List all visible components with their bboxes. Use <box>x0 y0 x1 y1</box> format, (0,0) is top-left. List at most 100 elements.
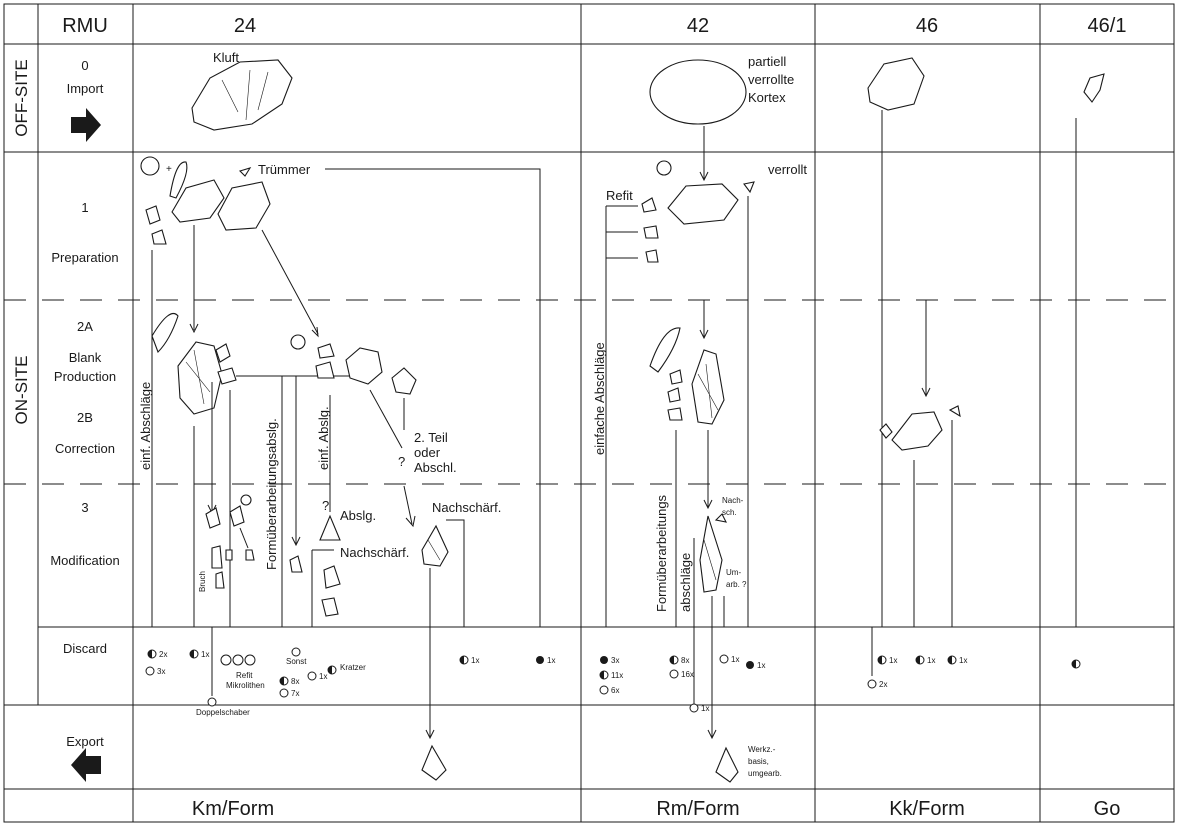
stage-0-name: Import <box>67 81 104 96</box>
discard-count-1x-b: 1x <box>319 672 327 681</box>
discard-count-r-6x: 6x <box>611 686 619 695</box>
truemmer-label: Trümmer <box>258 162 311 177</box>
stage-2a-number: 2A <box>77 319 93 334</box>
discard-count-k-1x-b: 1x <box>927 656 935 665</box>
umarb-label-1: Um- <box>726 568 741 577</box>
formueberarbeitungs-label: Formüberarbeitungs <box>654 494 669 612</box>
column-header-46-1: 46/1 <box>1088 15 1127 37</box>
nodule-46-1 <box>1084 74 1104 102</box>
discard-count-k-2x: 2x <box>879 680 887 689</box>
discard-count-3x: 3x <box>157 667 165 676</box>
biface-sketch-42 <box>692 350 724 424</box>
core-sketch <box>141 157 159 175</box>
on-site-label: ON-SITE <box>12 356 31 425</box>
footer-kk-form: Kk/Form <box>889 798 965 820</box>
verrollte-label: verrollte <box>748 72 794 87</box>
doppelschaber-label: Doppelschaber <box>196 708 250 717</box>
modified-tool-sketch-42 <box>700 516 722 592</box>
nach-label: Nach- <box>722 496 744 505</box>
umarb-label-2: arb. ? <box>726 580 747 589</box>
discard-count-k-1x-a: 1x <box>889 656 897 665</box>
discard-count-r-3x: 3x <box>611 656 619 665</box>
refit-label-discard: Refit <box>236 671 253 680</box>
blank-46 <box>892 412 942 450</box>
discard-count-7x: 7x <box>291 689 299 698</box>
footer-rm-form: Rm/Form <box>656 798 739 820</box>
q-abslg-mark: ? <box>322 498 329 513</box>
footer-go: Go <box>1094 798 1121 820</box>
werkz-label: Werkz.- <box>748 745 776 754</box>
nodule-46 <box>868 58 924 110</box>
discard-count-r-11x: 11x <box>611 671 623 680</box>
import-nodule-sketch <box>192 60 292 130</box>
zweiter-teil-line1: 2. Teil <box>414 430 448 445</box>
column-46-drawings <box>868 58 960 627</box>
nachschaerf-label-2: Nachschärf. <box>432 500 501 515</box>
column-header-42: 42 <box>687 15 709 37</box>
discard-count-2x: 2x <box>159 650 167 659</box>
cobble-sketch <box>650 60 746 124</box>
verrollt-label: verrollt <box>768 162 807 177</box>
export-tool-42 <box>716 748 738 782</box>
column-header-24: 24 <box>234 15 256 37</box>
discard-count-1x-d: 1x <box>547 656 555 665</box>
einfache-abschlaege-label: einfache Abschläge <box>592 342 607 455</box>
nachschaerf-label-1: Nachschärf. <box>340 545 409 560</box>
refit-label-1: Refit <box>606 188 633 203</box>
column-header-46: 46 <box>916 15 938 37</box>
partiell-label: partiell <box>748 54 786 69</box>
kluft-label: Kluft <box>213 50 239 65</box>
export-tool-24 <box>422 746 446 780</box>
column-42-drawings: partiell verrollte Kortex verrollt Refit… <box>592 54 807 782</box>
column-24-drawings: Kluft + Trümmer 2. Teil oder Absc <box>138 50 540 780</box>
kortex-label: Kortex <box>748 90 786 105</box>
stage-3-number: 3 <box>81 500 88 515</box>
discard-count-r-16x: 16x <box>681 670 694 679</box>
footer-km-form: Km/Form <box>192 798 274 820</box>
export-label: Export <box>66 734 104 749</box>
bruch-label: Bruch <box>198 571 207 592</box>
discard-count-k-1x-c: 1x <box>959 656 967 665</box>
abslg-label: Abslg. <box>340 508 376 523</box>
export-arrow-icon <box>71 748 101 782</box>
stage-1-name: Preparation <box>51 250 118 265</box>
formueberarbeitungsabslg-label: Formüberarbeitungsabslg. <box>264 418 279 570</box>
stage-0-number: 0 <box>81 58 88 73</box>
stage-2b-name: Correction <box>55 441 115 456</box>
discard-count-r-1x-b: 1x <box>731 655 739 664</box>
discard-count-r-1x-a: 1x <box>701 704 709 713</box>
discard-count-8x: 8x <box>291 677 299 686</box>
discard-half-circle-24a <box>148 650 156 658</box>
stage-2b-number: 2B <box>77 410 93 425</box>
basis-label: basis, <box>748 757 769 766</box>
umgearb-label: umgearb. <box>748 769 782 778</box>
mikrolithen-label: Mikrolithen <box>226 681 265 690</box>
sch-label: sch. <box>722 508 737 517</box>
discard-count-r-1x-c: 1x <box>757 661 765 670</box>
discard-label: Discard <box>63 641 107 656</box>
einf-abslg-label: einf. Abslg. <box>316 406 331 470</box>
stage-2a-name-line1: Blank <box>69 350 102 365</box>
rmu-header: RMU <box>62 15 108 37</box>
discard-count-r-8x: 8x <box>681 656 689 665</box>
off-site-label: OFF-SITE <box>12 59 31 136</box>
column-46-1-drawings <box>1076 74 1104 627</box>
import-arrow-icon <box>71 108 101 142</box>
sonst-label: Sonst <box>286 657 307 666</box>
discard-count-1x-a: 1x <box>201 650 209 659</box>
stage-1-number: 1 <box>81 200 88 215</box>
discard-markers: 2x 3x 1x Refit Mikrolithen Doppelschaber… <box>146 627 1080 717</box>
abschlaege-label: abschläge <box>678 553 693 612</box>
stage-2a-name-line2: Production <box>54 369 116 384</box>
question-mark: ? <box>398 454 405 469</box>
stage-3-name: Modification <box>50 553 119 568</box>
zweiter-teil-line2: oder <box>414 445 441 460</box>
table-grid <box>4 4 1174 822</box>
discard-count-1x-c: 1x <box>471 656 479 665</box>
plus-sign: + <box>166 164 172 175</box>
retouched-tool-sketch <box>422 526 448 566</box>
discard-circle-24a <box>146 667 154 675</box>
zweiter-teil-line3: Abschl. <box>414 460 457 475</box>
kratzer-label: Kratzer <box>340 663 366 672</box>
